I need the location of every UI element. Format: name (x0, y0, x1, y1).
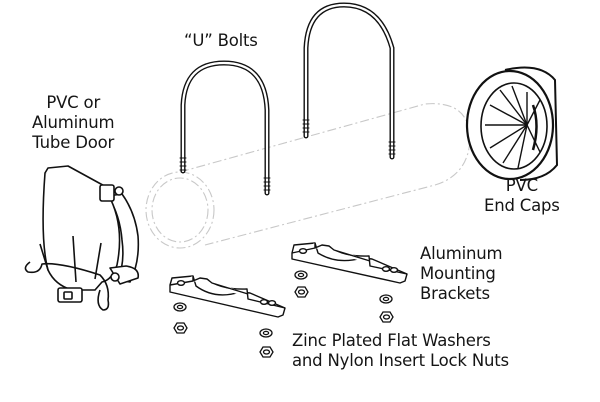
label-line: Tube Door (32, 133, 115, 152)
u-bolt-left (179, 60, 271, 196)
washer (259, 328, 273, 338)
label-line: Aluminum (32, 113, 115, 132)
tube (145, 103, 471, 249)
label-u-bolts: “U” Bolts (184, 31, 258, 50)
label-line: PVC (505, 176, 538, 195)
hardware-group (173, 270, 394, 358)
u-bolt-right (302, 2, 396, 160)
washer (173, 302, 187, 312)
label-brackets: Aluminum Mounting Brackets (420, 244, 503, 304)
bracket-right (291, 242, 408, 284)
end-cap (465, 66, 559, 181)
lock-nut (259, 346, 274, 358)
label-tube-door: PVC or Aluminum Tube Door (32, 93, 115, 153)
label-line: Brackets (420, 284, 490, 303)
lock-nut (173, 322, 188, 334)
label-end-caps: PVC End Caps (484, 176, 560, 216)
bracket-left (169, 275, 286, 318)
tube-door (24, 165, 140, 311)
label-hardware: Zinc Plated Flat Washers and Nylon Inser… (292, 331, 509, 371)
label-line: End Caps (484, 196, 560, 215)
label-line: Mounting (420, 264, 496, 283)
label-line: Aluminum (420, 244, 503, 263)
label-line: Zinc Plated Flat Washers (292, 331, 491, 350)
lock-nut (294, 286, 309, 298)
label-line: PVC or (46, 93, 101, 112)
washer (294, 270, 308, 280)
label-line: and Nylon Insert Lock Nuts (292, 351, 509, 370)
lock-nut (379, 311, 394, 323)
washer (379, 294, 393, 304)
